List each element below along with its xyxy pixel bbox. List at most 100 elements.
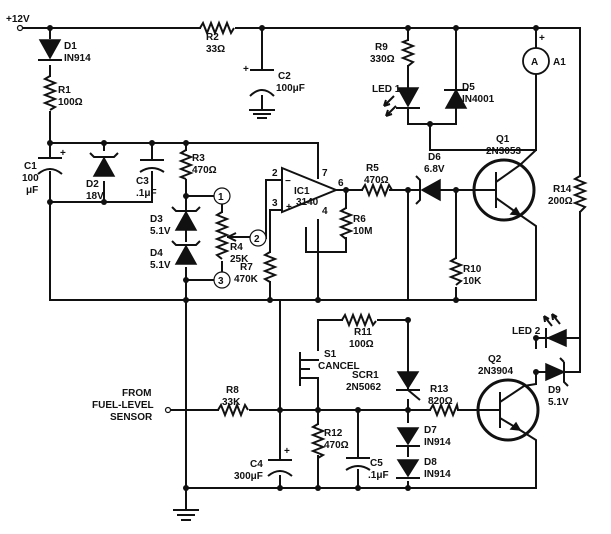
c4-value: 300μF: [234, 471, 263, 482]
junction-dot: [405, 317, 411, 323]
d6-value: 6.8V: [424, 164, 445, 175]
junction-dot: [149, 140, 155, 146]
led-1: LED 1: [372, 84, 420, 117]
d8-name: D8: [424, 457, 437, 468]
d1-name: D1: [64, 41, 77, 52]
d4-value: 5.1V: [150, 260, 171, 271]
scr-value: 2N5062: [346, 382, 381, 393]
ic-pin-2: 2: [272, 168, 278, 179]
r7-name: R7: [240, 262, 253, 273]
junction-dot: [343, 187, 349, 193]
c3-value: .1μF: [136, 188, 157, 199]
junction-dot: [315, 407, 321, 413]
resistor-r9: R9 330Ω: [370, 39, 416, 67]
d9-name: D9: [548, 385, 561, 396]
junction-dot: [315, 297, 321, 303]
test-point-3-label: 3: [218, 276, 224, 287]
q2-value: 2N3904: [478, 366, 513, 377]
junction-dot: [405, 25, 411, 31]
d9-value: 5.1V: [548, 397, 569, 408]
resistor-r8: R8 33K: [217, 385, 249, 418]
d8-value: IN914: [424, 469, 451, 480]
junction-dot: [453, 297, 459, 303]
q1-name: Q1: [496, 134, 510, 145]
junction-dot: [533, 369, 539, 375]
d3-name: D3: [150, 214, 163, 225]
junction-dot: [427, 121, 433, 127]
q1-value: 2N3053: [486, 146, 521, 157]
r9-name: R9: [375, 42, 388, 53]
supply-label: +12V: [6, 14, 30, 25]
r3-value: 470Ω: [192, 165, 217, 176]
pot-test-points: 1 2 3: [213, 187, 267, 289]
r2-value: 33Ω: [206, 44, 225, 55]
op-amp-ic1: IC1 3140 − + 2 3 7 6 4: [272, 166, 344, 217]
junction-dot: [453, 187, 459, 193]
led-2: LED 2: [512, 313, 567, 348]
resistor-r2: R2 33Ω: [199, 20, 235, 55]
junction-dot: [405, 187, 411, 193]
resistor-r3: R3 470Ω: [178, 149, 217, 180]
d3-value: 5.1V: [150, 226, 171, 237]
r4-value: 25K: [230, 254, 249, 265]
test-point-3: [213, 271, 231, 289]
r10-name: R10: [463, 264, 482, 275]
c1-name: C1: [24, 161, 37, 172]
input-line-1: FROM: [122, 388, 151, 399]
ground-symbol: [173, 509, 199, 521]
r11-name: R11: [354, 327, 372, 338]
r3-name: R3: [192, 153, 205, 164]
r14-name: R14: [553, 184, 572, 195]
d5-name: D5: [462, 82, 475, 93]
c4-name: C4: [250, 459, 263, 470]
junction-dot: [405, 407, 411, 413]
capacitor-c1: + C1 100 μF: [22, 148, 66, 196]
r2-name: R2: [206, 32, 219, 43]
junction-dot: [533, 25, 539, 31]
capacitor-c4: + C4 300μF: [234, 446, 293, 482]
meter-plus: +: [539, 33, 545, 44]
test-point-1: [213, 187, 231, 205]
s1-value: CANCEL: [318, 361, 360, 372]
resistor-r1: R1 100Ω: [42, 75, 83, 111]
junction-dot: [183, 297, 189, 303]
scr-1: SCR1 2N5062: [346, 370, 421, 401]
switch-s1: S1 CANCEL: [299, 349, 360, 386]
resistor-r6: R6 10M: [338, 207, 372, 240]
resistor-r14: R14 200Ω: [548, 175, 588, 213]
junction-dot: [47, 199, 53, 205]
led1-name: LED 1: [372, 84, 401, 95]
junction-dot: [277, 407, 283, 413]
zener-d6: D6 6.8V: [415, 152, 445, 205]
ic-pin-4: 4: [322, 206, 328, 217]
r11-value: 100Ω: [349, 339, 374, 350]
test-point-1-label: 1: [218, 192, 224, 203]
c5-value: .1μF: [368, 470, 389, 481]
r12-value: 470Ω: [324, 440, 349, 451]
d1-value: IN914: [64, 53, 91, 64]
d5-value: IN4001: [462, 94, 495, 105]
capacitor-c2: + C2 100μF: [243, 64, 305, 119]
junction-dot: [453, 25, 459, 31]
capacitor-c3: C3 .1μF: [136, 159, 165, 199]
test-point-2: [249, 229, 267, 247]
resistor-r11: R11 100Ω: [341, 312, 377, 350]
ic-plus: +: [286, 202, 292, 213]
r9-value: 330Ω: [370, 54, 395, 65]
c5-name: C5: [370, 458, 383, 469]
r12-name: R12: [324, 428, 343, 439]
junction-dot: [355, 485, 361, 491]
r14-value: 200Ω: [548, 196, 573, 207]
capacitor-c5: C5 .1μF: [345, 457, 389, 481]
d2-name: D2: [86, 179, 99, 190]
input-line-2: FUEL-LEVEL: [92, 400, 154, 411]
r10-value: 10K: [463, 276, 482, 287]
meter-symbol: A: [531, 57, 538, 68]
junction-dot: [533, 335, 539, 341]
d7-value: IN914: [424, 437, 451, 448]
scr-name: SCR1: [352, 370, 379, 381]
junction-dot: [183, 277, 189, 283]
junction-dot: [183, 485, 189, 491]
